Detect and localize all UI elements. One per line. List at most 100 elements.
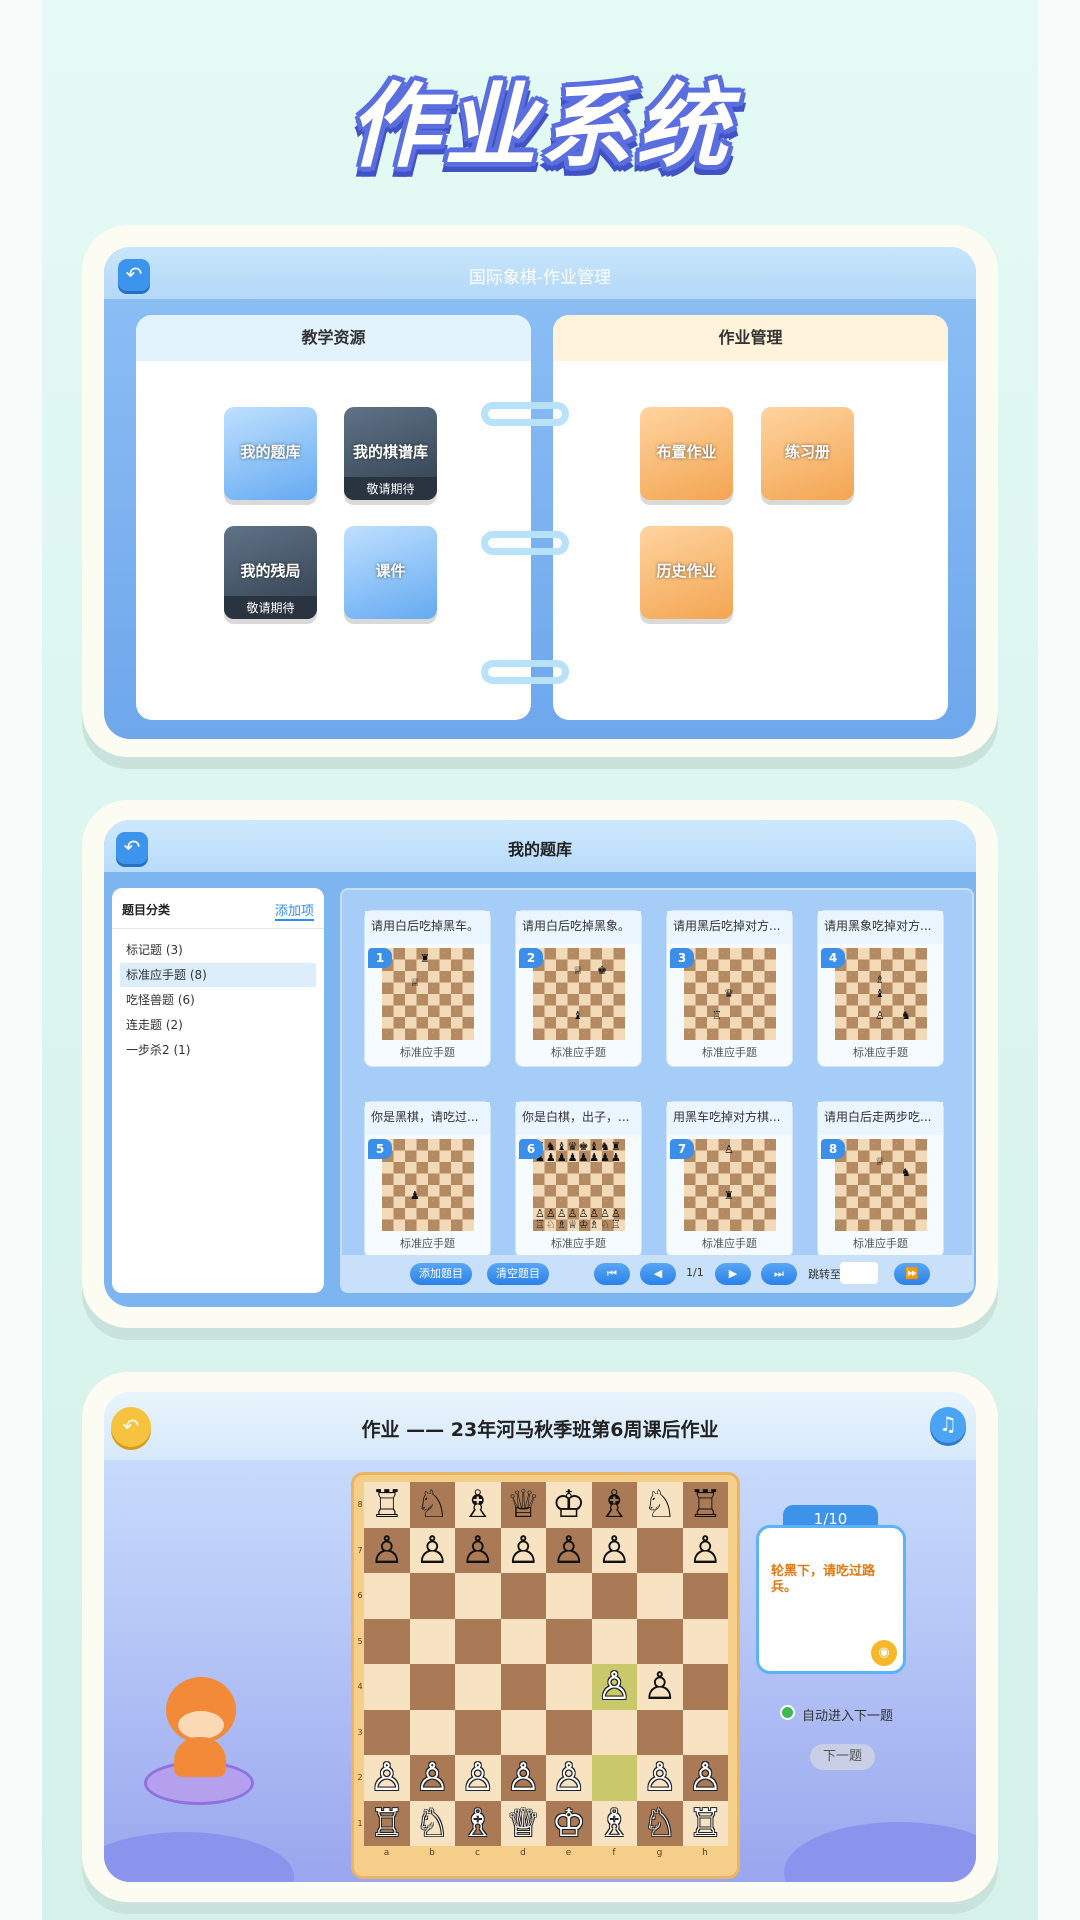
category-item[interactable]: 连走题 (2): [126, 1018, 183, 1032]
square-a6[interactable]: [364, 1573, 410, 1619]
square-g5[interactable]: [637, 1618, 683, 1664]
white-pawn-icon[interactable]: ♙: [642, 1755, 677, 1799]
tile-workbook[interactable]: 练习册: [761, 407, 854, 500]
white-pawn-icon[interactable]: ♙: [688, 1755, 723, 1799]
square-g6[interactable]: [637, 1573, 683, 1619]
category-item-selected[interactable]: 标准应手题 (8): [120, 963, 316, 987]
square-c1[interactable]: ♗: [455, 1800, 501, 1846]
white-bishop-icon[interactable]: ♗: [597, 1800, 632, 1845]
black-pawn-icon[interactable]: ♙: [415, 1527, 450, 1572]
tile-courseware[interactable]: 课件: [344, 526, 437, 619]
black-pawn-icon[interactable]: ♙: [369, 1527, 404, 1572]
white-pawn-icon[interactable]: ♙: [506, 1755, 541, 1799]
next-page-button[interactable]: ▶: [715, 1263, 751, 1285]
square-a5[interactable]: [364, 1618, 410, 1664]
back-button[interactable]: ↶: [118, 259, 150, 291]
square-e1[interactable]: ♔: [546, 1800, 592, 1846]
white-pawn-icon[interactable]: ♙: [369, 1755, 404, 1799]
square-b8[interactable]: ♘: [409, 1482, 455, 1528]
square-e2[interactable]: ♙: [546, 1755, 592, 1801]
square-h6[interactable]: [682, 1573, 728, 1619]
white-pawn-icon[interactable]: ♙: [551, 1755, 586, 1799]
square-h3[interactable]: [682, 1709, 728, 1755]
square-b6[interactable]: [409, 1573, 455, 1619]
black-queen-icon[interactable]: ♕: [506, 1482, 541, 1526]
black-rook-icon[interactable]: ♖: [688, 1482, 723, 1526]
square-b3[interactable]: [409, 1709, 455, 1755]
square-e5[interactable]: [546, 1618, 592, 1664]
question-card[interactable]: 请用白后走两步吃... ♕♞ 8 标准应手题: [817, 1101, 944, 1258]
question-card[interactable]: 请用白后吃掉黑车。 ♜♕ 1 标准应手题: [364, 910, 491, 1067]
black-pawn-icon[interactable]: ♙: [688, 1527, 723, 1572]
square-b5[interactable]: [409, 1618, 455, 1664]
black-pawn-icon[interactable]: ♙: [460, 1527, 495, 1572]
square-c2[interactable]: ♙: [455, 1755, 501, 1801]
tile-my-game-records[interactable]: 我的棋谱库 敬请期待: [344, 407, 437, 500]
square-a7[interactable]: ♙: [364, 1527, 410, 1573]
square-d8[interactable]: ♕: [500, 1482, 546, 1528]
square-c8[interactable]: ♗: [455, 1482, 501, 1528]
square-a8[interactable]: ♖: [364, 1482, 410, 1528]
square-e7[interactable]: ♙: [546, 1527, 592, 1573]
square-e8[interactable]: ♔: [546, 1482, 592, 1528]
square-g7[interactable]: [637, 1527, 683, 1573]
square-h8[interactable]: ♖: [682, 1482, 728, 1528]
white-bishop-icon[interactable]: ♗: [460, 1800, 495, 1845]
white-knight-icon[interactable]: ♘: [415, 1800, 450, 1845]
square-d3[interactable]: [500, 1709, 546, 1755]
tile-my-endgames[interactable]: 我的残局 敬请期待: [224, 526, 317, 619]
white-king-icon[interactable]: ♔: [551, 1800, 586, 1845]
question-card[interactable]: 你是黑棋，请吃过... ♟ 5 标准应手题: [364, 1101, 491, 1258]
square-e6[interactable]: [546, 1573, 592, 1619]
prev-page-button[interactable]: ◀: [640, 1263, 676, 1285]
square-f3[interactable]: [591, 1709, 637, 1755]
square-b1[interactable]: ♘: [409, 1800, 455, 1846]
question-card[interactable]: 用黑车吃掉对方棋... ♙♜ 7 标准应手题: [666, 1101, 793, 1258]
black-king-icon[interactable]: ♔: [551, 1482, 586, 1526]
next-question-button[interactable]: 下一题: [810, 1744, 875, 1770]
music-button[interactable]: ♫: [930, 1407, 966, 1443]
back-button[interactable]: ↶: [111, 1407, 151, 1447]
black-rook-icon[interactable]: ♖: [369, 1482, 404, 1526]
black-pawn-icon[interactable]: ♙: [642, 1664, 677, 1708]
square-f7[interactable]: ♙: [591, 1527, 637, 1573]
square-h5[interactable]: [682, 1618, 728, 1664]
square-c5[interactable]: [455, 1618, 501, 1664]
black-bishop-icon[interactable]: ♗: [460, 1482, 495, 1526]
white-pawn-icon[interactable]: ♙: [415, 1755, 450, 1799]
square-a2[interactable]: ♙: [364, 1755, 410, 1801]
square-g4[interactable]: ♙: [637, 1664, 683, 1710]
square-c3[interactable]: [455, 1709, 501, 1755]
white-rook-icon[interactable]: ♖: [688, 1800, 723, 1845]
square-h2[interactable]: ♙: [682, 1755, 728, 1801]
black-knight-icon[interactable]: ♘: [642, 1482, 677, 1526]
square-f6[interactable]: [591, 1573, 637, 1619]
tile-assign-homework[interactable]: 布置作业: [640, 407, 733, 500]
tile-history-homework[interactable]: 历史作业: [640, 526, 733, 619]
square-b2[interactable]: ♙: [409, 1755, 455, 1801]
add-question-button[interactable]: 添加题目: [410, 1263, 472, 1285]
square-a3[interactable]: [364, 1709, 410, 1755]
white-pawn-icon[interactable]: ♙: [597, 1664, 632, 1708]
square-f4[interactable]: ♙: [591, 1664, 637, 1710]
category-item[interactable]: 一步杀2 (1): [126, 1043, 191, 1057]
jump-go-button[interactable]: ⏩: [894, 1263, 930, 1285]
square-c4[interactable]: [455, 1664, 501, 1710]
black-pawn-icon[interactable]: ♙: [551, 1527, 586, 1572]
square-d5[interactable]: [500, 1618, 546, 1664]
square-d2[interactable]: ♙: [500, 1755, 546, 1801]
square-g1[interactable]: ♘: [637, 1800, 683, 1846]
black-pawn-icon[interactable]: ♙: [597, 1527, 632, 1572]
question-card[interactable]: 请用黑象吃掉对方... ♗♝♙♞ 4 标准应手题: [817, 910, 944, 1067]
clear-questions-button[interactable]: 清空题目: [487, 1263, 549, 1285]
question-card[interactable]: 请用黑后吃掉对方... ♛♖ 3 标准应手题: [666, 910, 793, 1067]
square-g2[interactable]: ♙: [637, 1755, 683, 1801]
last-page-button[interactable]: ⏭: [761, 1263, 797, 1285]
tile-my-question-bank[interactable]: 我的题库: [224, 407, 317, 500]
square-f1[interactable]: ♗: [591, 1800, 637, 1846]
black-pawn-icon[interactable]: ♙: [506, 1527, 541, 1572]
square-g8[interactable]: ♘: [637, 1482, 683, 1528]
category-item[interactable]: 吃怪兽题 (6): [126, 993, 195, 1007]
square-c7[interactable]: ♙: [455, 1527, 501, 1573]
white-knight-icon[interactable]: ♘: [642, 1800, 677, 1845]
